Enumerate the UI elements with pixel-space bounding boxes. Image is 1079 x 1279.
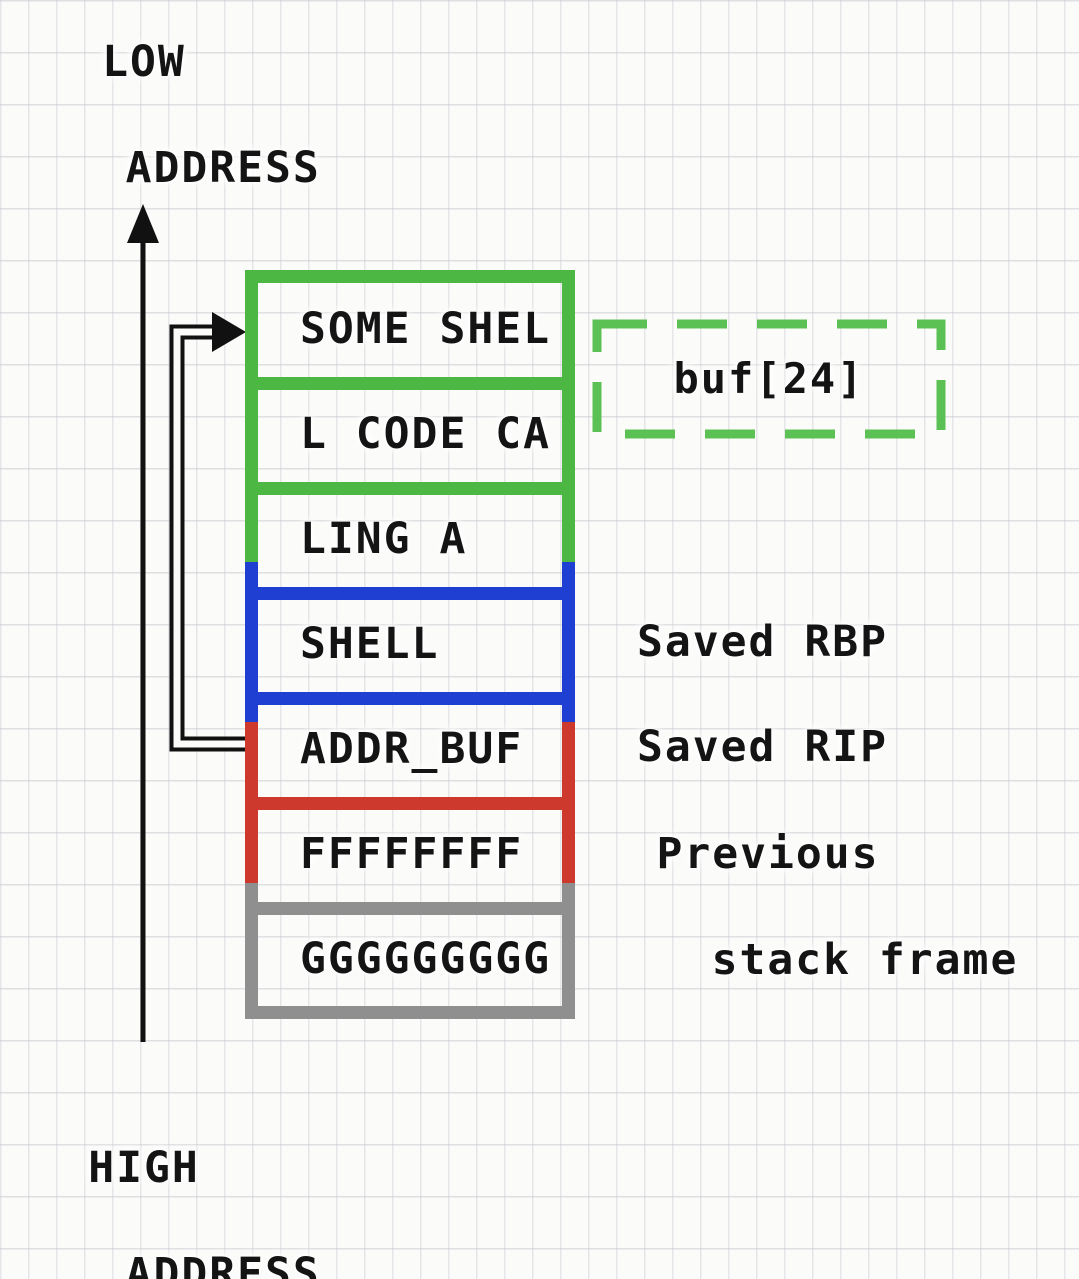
saved-rbp-label: Saved RBP [637,617,888,667]
saved-rip-label: Saved RIP [637,722,888,772]
previous-stack-frame-line2: stack frame [711,935,1019,985]
low-address-line1: LOW [102,37,186,87]
stack-divider-bottom [245,1006,575,1019]
high-address-line2: ADDRESS [125,1249,321,1279]
stack-divider-top [245,270,575,283]
stack-divider-1 [245,377,575,390]
high-address-line1: HIGH [88,1143,200,1193]
stack-divider-5 [245,797,575,810]
high-address-label: HIGH ADDRESS [14,1142,319,1279]
return-arrow-icon [169,312,256,752]
previous-stack-frame-label: Previous stack frame [600,828,1016,1040]
stack-divider-3 [245,587,575,600]
buffer-region-dashed-box [592,319,946,439]
previous-stack-frame-line1: Previous [656,829,880,879]
stack-right-border-gray [562,883,575,1019]
stack-left-border-green [245,270,258,562]
stack-right-border-blue [562,562,575,722]
stack-divider-2 [245,482,575,495]
low-address-line2: ADDRESS [125,143,321,193]
arrow-up-icon [127,204,159,1042]
stack-divider-4 [245,692,575,705]
stack-cell-ling-a: LING A [300,514,468,564]
stack-left-border-gray [245,883,258,1019]
stack-divider-6 [245,902,575,915]
stack-cell-some-shel: SOME SHEL [300,304,551,354]
buffer-size-label: buf[24] [673,354,865,403]
stack-cell-shell: SHELL [300,619,440,669]
stack-cell-addr-buf: ADDR_BUF [300,724,524,774]
stack-column: SOME SHEL L CODE CA LING A SHELL ADDR_BU… [245,270,575,1019]
low-address-label: LOW ADDRESS [14,36,319,248]
stack-cell-ggggggggg: GGGGGGGGG [300,934,551,984]
stack-left-border-blue [245,562,258,722]
stack-right-border-green [562,270,575,562]
stack-cell-l-code-ca: L CODE CA [300,409,551,459]
stack-cell-ffffffff: FFFFFFFF [300,829,524,879]
